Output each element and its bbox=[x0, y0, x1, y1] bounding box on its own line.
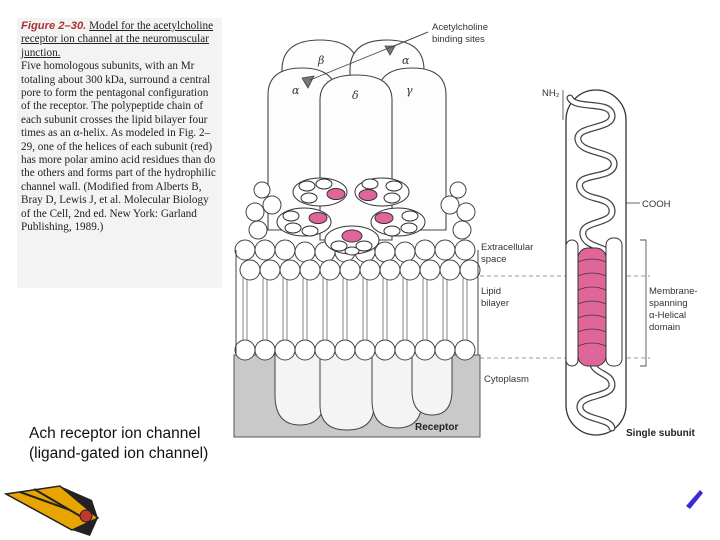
membrane-label-1: Membrane- bbox=[649, 286, 698, 297]
decorative-pencil-icon bbox=[3, 485, 100, 536]
label-alpha-left: α bbox=[292, 84, 300, 97]
slide-text-line-1: Ach receptor ion channel bbox=[29, 425, 201, 442]
decorative-corner-icon bbox=[686, 490, 703, 509]
receptor-outline bbox=[235, 250, 479, 355]
helix-bundles bbox=[276, 177, 426, 256]
cytoplasmic-domain bbox=[274, 349, 453, 431]
lower-lipid-heads bbox=[234, 339, 476, 361]
lipid-label-1: Lipid bbox=[481, 286, 501, 297]
single-subunit-label: Single subunit bbox=[626, 428, 696, 439]
figure-caption: Figure 2–30. Model for the acetylcholine… bbox=[17, 18, 222, 288]
binding-sites-label-2: binding sites bbox=[432, 34, 485, 45]
slide-text: Ach receptor ion channel (ligand-gated i… bbox=[29, 424, 209, 464]
receptor-label: Receptor bbox=[415, 422, 458, 433]
membrane-label-3: α-Helical bbox=[649, 310, 686, 321]
lipid-tails bbox=[242, 278, 468, 340]
extracellular-label-1: Extracellular bbox=[481, 242, 533, 253]
upper-lipid-heads bbox=[234, 181, 481, 281]
lipid-label-2: bilayer bbox=[481, 298, 509, 309]
label-gamma: γ bbox=[406, 84, 413, 97]
slide-text-line-2: (ligand-gated ion channel) bbox=[29, 445, 209, 462]
label-beta: β bbox=[317, 54, 324, 67]
cooh-label: COOH bbox=[642, 199, 671, 210]
membrane-label-4: domain bbox=[649, 322, 680, 333]
nh2-label: NH₂ bbox=[542, 88, 560, 99]
label-alpha-right: α bbox=[402, 54, 410, 67]
binding-site-pointers bbox=[309, 31, 429, 81]
figure-label: Figure 2–30. bbox=[21, 20, 87, 32]
figure-body: Five homologous subunits, with an Mr tot… bbox=[21, 60, 216, 234]
label-delta: δ bbox=[352, 89, 359, 102]
single-subunit bbox=[565, 89, 627, 436]
figure-title: Model for the acetylcholine receptor ion… bbox=[21, 20, 214, 59]
extracellular-label-2: space bbox=[481, 254, 506, 265]
cytoplasm-label: Cytoplasm bbox=[484, 374, 529, 385]
binding-sites-label-1: Acetylcholine bbox=[432, 22, 488, 33]
membrane-label-2: spanning bbox=[649, 298, 688, 309]
membrane-bracket bbox=[562, 90, 647, 367]
pink-helix bbox=[577, 247, 607, 367]
